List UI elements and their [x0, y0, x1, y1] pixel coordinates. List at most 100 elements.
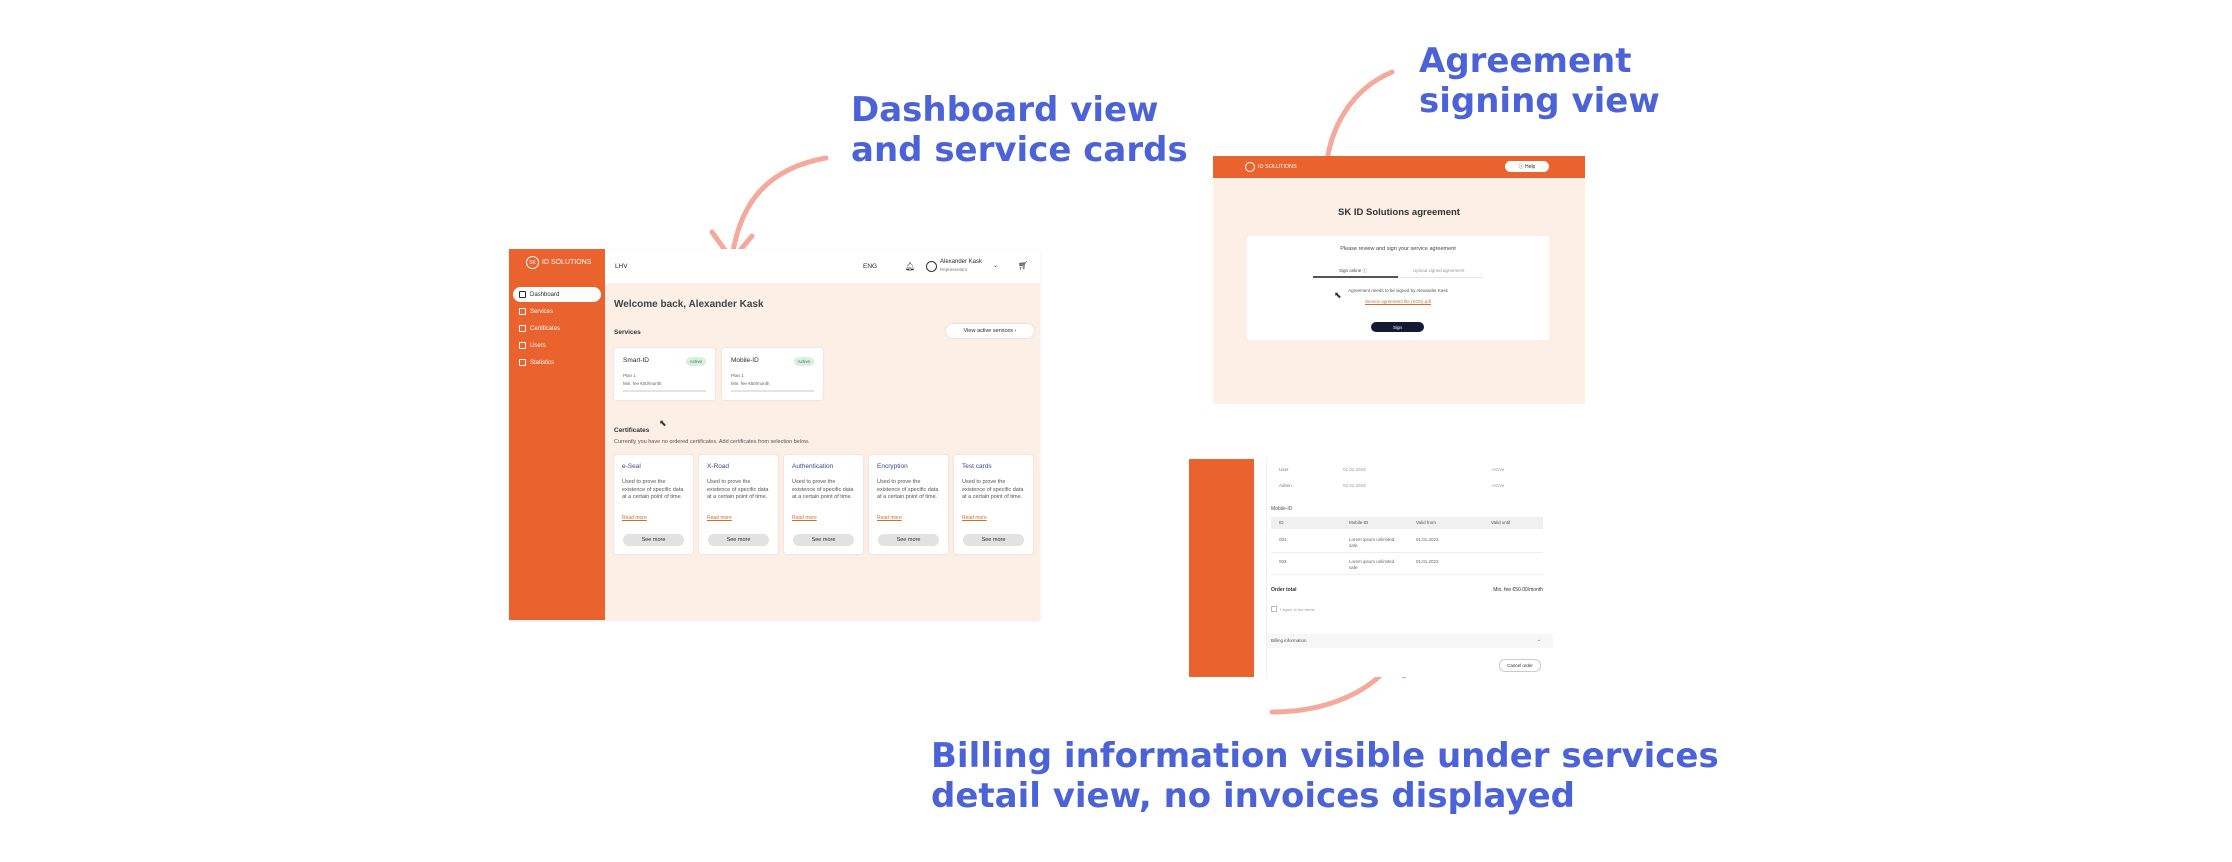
button-label: View active services	[963, 328, 1014, 334]
read-more-link[interactable]: Read more	[707, 515, 732, 521]
order-total-value: Min. fee €50.00/month	[1493, 587, 1543, 593]
cart-icon[interactable]: 🛒︎	[1018, 261, 1029, 270]
logo-text: ID SOLUTIONS	[1258, 164, 1297, 170]
users-icon	[519, 342, 526, 349]
annotation-billing: Billing information visible under servic…	[931, 736, 1719, 816]
tab-label: Sign online	[1339, 268, 1362, 273]
checkbox-label: I agree to the terms	[1280, 606, 1315, 612]
logo: SK ID SOLUTIONS	[526, 256, 591, 269]
divider	[623, 390, 706, 392]
read-more-link[interactable]: Read more	[792, 515, 817, 521]
certificate-description: Used to prove the existence of specific …	[877, 479, 939, 500]
sidebar-item-statistics[interactable]: Statistics	[513, 355, 601, 370]
agreement-screenshot: ID SOLUTIONS ⓘ Help SK ID Solutions agre…	[1213, 156, 1585, 404]
see-more-button[interactable]: See more	[623, 534, 684, 546]
user-role: Representant	[940, 267, 968, 272]
mouse-cursor-icon: ⬉	[1334, 290, 1342, 300]
service-plan: Plan 1	[623, 373, 636, 378]
accordion-label: Billing information	[1271, 638, 1307, 643]
see-more-button[interactable]: See more	[878, 534, 939, 546]
view-active-services-button[interactable]: View active services ›	[946, 324, 1034, 338]
button-label: Help	[1525, 163, 1536, 170]
topbar: LHV ENG 🔔︎ Alexander Kask Representant ⌄…	[605, 249, 1040, 283]
statistics-icon	[519, 359, 526, 366]
table-row: 001 Lorem ipsum unlimited safe 01.01.202…	[1271, 532, 1543, 553]
page-title: SK ID Solutions agreement	[1338, 207, 1460, 218]
user-row-date: 02.01.2023	[1343, 483, 1366, 488]
read-more-link[interactable]: Read more	[962, 515, 987, 521]
service-card[interactable]: Smart-ID Active Plan 1 Min. fee €50/mont…	[614, 348, 715, 400]
row-description: Lorem ipsum unlimited safe	[1349, 537, 1395, 548]
sign-button[interactable]: Sign	[1371, 322, 1424, 332]
agreement-file-link[interactable]: Service agreement file (SOS).pdf	[1364, 299, 1432, 304]
sidebar-item-certificates[interactable]: Certificates	[513, 321, 601, 336]
logo-mark: SK	[526, 256, 539, 269]
tab-upload-signed[interactable]: Upload signed agreement	[1413, 268, 1465, 273]
see-more-button[interactable]: See more	[963, 534, 1024, 546]
agreement-prompt: Please review and sign your service agre…	[1340, 246, 1456, 252]
help-button[interactable]: ⓘ Help	[1505, 161, 1549, 172]
tab-indicator	[1313, 276, 1398, 278]
status-badge: Active	[793, 357, 814, 366]
section-label: Mobile-ID	[1271, 506, 1293, 512]
user-row-status: Active	[1492, 467, 1505, 472]
language-select[interactable]: ENG	[863, 263, 878, 270]
chevron-down-icon: ⌄	[1536, 637, 1541, 643]
service-card[interactable]: Mobile-ID Active Plan 1 Min. fee €50/mon…	[722, 348, 823, 400]
status-badge: Active	[685, 357, 706, 366]
certificate-description: Used to prove the existence of specific …	[962, 479, 1024, 500]
bell-icon[interactable]: 🔔︎	[905, 262, 916, 271]
column-header: Valid until	[1491, 520, 1511, 525]
logo-text: ID SOLUTIONS	[542, 259, 592, 266]
certificate-description: Used to prove the existence of specific …	[792, 479, 854, 500]
sidebar-item-users[interactable]: Users	[513, 338, 601, 353]
table-row: 002 Lorem ipsum unlimited safe 01.01.202…	[1271, 554, 1543, 575]
user-row-status: Active	[1492, 483, 1505, 488]
service-fee: Min. fee €50/month	[731, 381, 770, 386]
certificate-name: Test cards	[962, 463, 992, 470]
arrow-dashboard	[729, 155, 829, 261]
certificate-name: e-Seal	[622, 463, 641, 470]
certificate-card: X-Road Used to prove the existence of sp…	[699, 455, 778, 554]
see-more-button[interactable]: See more	[708, 534, 769, 546]
sidebar-item-services[interactable]: Services	[513, 304, 601, 319]
tab-sign-online[interactable]: Sign online ⓘ	[1339, 268, 1368, 273]
chevron-down-icon[interactable]: ⌄	[993, 263, 999, 269]
column-header: Valid from	[1416, 520, 1436, 525]
sidebar-item-label: Statistics	[530, 359, 555, 366]
user-row-role: Admin	[1279, 483, 1292, 488]
certificate-name: X-Road	[707, 463, 730, 470]
avatar[interactable]	[926, 261, 937, 272]
mouse-cursor-icon: ⬉	[659, 418, 667, 428]
billing-information-accordion[interactable]: Billing information ⌄	[1267, 634, 1553, 648]
billing-screenshot: User 01.01.2023 Active Admin 02.01.2023 …	[1189, 459, 1561, 677]
row-valid-from: 01.01.2023	[1416, 537, 1439, 542]
sidebar-item-label: Certificates	[530, 325, 561, 332]
read-more-link[interactable]: Read more	[877, 515, 902, 521]
services-heading: Services	[614, 329, 641, 336]
page-title: Welcome back, Alexander Kask	[614, 299, 764, 310]
certificate-icon	[519, 325, 526, 332]
see-more-button[interactable]: See more	[793, 534, 854, 546]
org-name: LHV	[615, 263, 628, 270]
certificate-card: Test cards Used to prove the existence o…	[954, 455, 1033, 554]
service-plan: Plan 1	[731, 373, 744, 378]
user-name[interactable]: Alexander Kask	[940, 259, 983, 265]
certificate-card: Authentication Used to prove the existen…	[784, 455, 863, 554]
certificate-card: Encryption Used to prove the existence o…	[869, 455, 948, 554]
sidebar-item-dashboard[interactable]: Dashboard	[513, 287, 601, 302]
sidebar-item-label: Dashboard	[530, 291, 560, 298]
read-more-link[interactable]: Read more	[622, 515, 647, 521]
certificate-name: Encryption	[877, 463, 908, 470]
column-header: ID	[1279, 520, 1284, 525]
row-valid-from: 01.01.2023	[1416, 559, 1439, 564]
terms-checkbox[interactable]: I agree to the terms	[1271, 606, 1315, 612]
cancel-order-button[interactable]: Cancel order	[1499, 659, 1541, 672]
agreement-card: Please review and sign your service agre…	[1247, 236, 1549, 340]
sidebar-item-label: Users	[530, 342, 546, 349]
user-row-role: User	[1279, 467, 1289, 472]
home-icon	[519, 291, 526, 298]
table-header: ID Mobile-ID Valid from Valid until	[1271, 517, 1543, 529]
certificate-card: e-Seal Used to prove the existence of sp…	[614, 455, 693, 554]
divider	[1313, 277, 1483, 278]
